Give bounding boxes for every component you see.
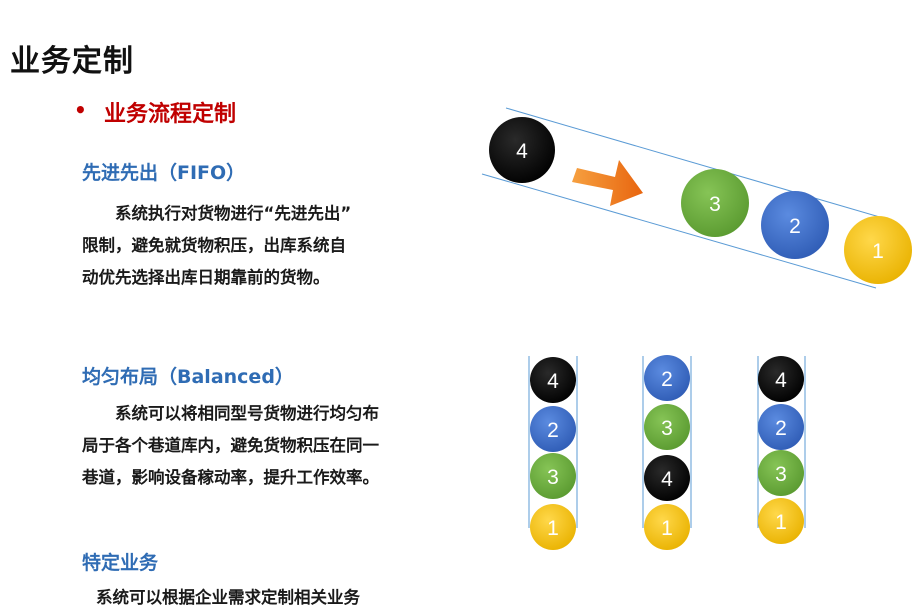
body-line: 局于各个巷道库内，避免货物积压在同一 <box>82 436 379 455</box>
ball-3: 3 <box>644 404 690 450</box>
body-line: 限制，避免就货物积压，出库系统自 <box>82 236 346 255</box>
arrow-icon <box>572 160 643 206</box>
lane-column-1: 4 2 3 1 <box>528 356 578 550</box>
section-body-custom: 系统可以根据企业需求定制相关业务 <box>96 582 441 614</box>
ball-4: 4 <box>758 356 804 402</box>
ball-label: 4 <box>547 370 559 393</box>
ball-label: 4 <box>775 369 787 392</box>
ball-label: 3 <box>709 193 721 216</box>
ball-label: 1 <box>775 511 787 534</box>
body-line: 系统可以根据企业需求定制相关业务 <box>96 588 360 607</box>
ball-3: 3 <box>681 169 749 237</box>
page-title: 业务定制 <box>10 44 134 79</box>
ball-1: 1 <box>844 216 912 284</box>
ball-1: 1 <box>644 504 690 550</box>
section-heading-fifo: 先进先出（FIFO） <box>82 162 246 184</box>
ball-4: 4 <box>489 117 555 183</box>
lane-column-2: 2 3 4 1 <box>642 355 692 550</box>
ball-label: 4 <box>661 468 673 491</box>
section-heading-balanced: 均匀布局（Balanced） <box>82 366 294 388</box>
ball-label: 2 <box>661 368 673 391</box>
ball-label: 1 <box>547 517 559 540</box>
ball-2: 2 <box>758 404 804 450</box>
section-heading-custom: 特定业务 <box>82 552 159 574</box>
section-body-fifo: 系统执行对货物进行“先进先出” 限制，避免就货物积压，出库系统自 动优先选择出库… <box>82 198 427 294</box>
ball-label: 4 <box>516 140 528 163</box>
ball-label: 2 <box>547 419 559 442</box>
lane-line-bottom <box>481 173 877 289</box>
ball-2: 2 <box>530 406 576 452</box>
ball-2: 2 <box>761 191 829 259</box>
section-body-balanced: 系统可以将相同型号货物进行均匀布 局于各个巷道库内，避免货物积压在同一 巷道，影… <box>82 398 432 494</box>
ball-label: 2 <box>789 215 801 238</box>
ball-4: 4 <box>530 357 576 403</box>
ball-label: 3 <box>547 466 559 489</box>
body-line: 巷道，影响设备稼动率，提升工作效率。 <box>82 468 379 487</box>
body-line: 动优先选择出库日期靠前的货物。 <box>82 268 330 287</box>
ball-4: 4 <box>644 455 690 501</box>
ball-2: 2 <box>644 355 690 401</box>
lane-line-top <box>505 107 891 221</box>
ball-label: 3 <box>661 417 673 440</box>
ball-label: 3 <box>775 463 787 486</box>
body-line: 系统可以将相同型号货物进行均匀布 <box>115 404 379 423</box>
bullet-marker: • <box>74 98 87 122</box>
bullet-heading: 业务流程定制 <box>104 102 237 127</box>
body-line: 系统执行对货物进行“先进先出” <box>115 204 352 223</box>
ball-3: 3 <box>758 450 804 496</box>
lane-column-3: 4 2 3 1 <box>757 356 806 544</box>
fifo-diagram: 4 3 2 1 <box>481 107 912 289</box>
ball-label: 1 <box>661 517 673 540</box>
ball-label: 2 <box>775 417 787 440</box>
ball-label: 1 <box>872 240 884 263</box>
ball-1: 1 <box>758 498 804 544</box>
balanced-diagram: 4 2 3 1 2 3 4 1 4 2 3 1 <box>528 355 806 550</box>
ball-3: 3 <box>530 453 576 499</box>
ball-1: 1 <box>530 504 576 550</box>
